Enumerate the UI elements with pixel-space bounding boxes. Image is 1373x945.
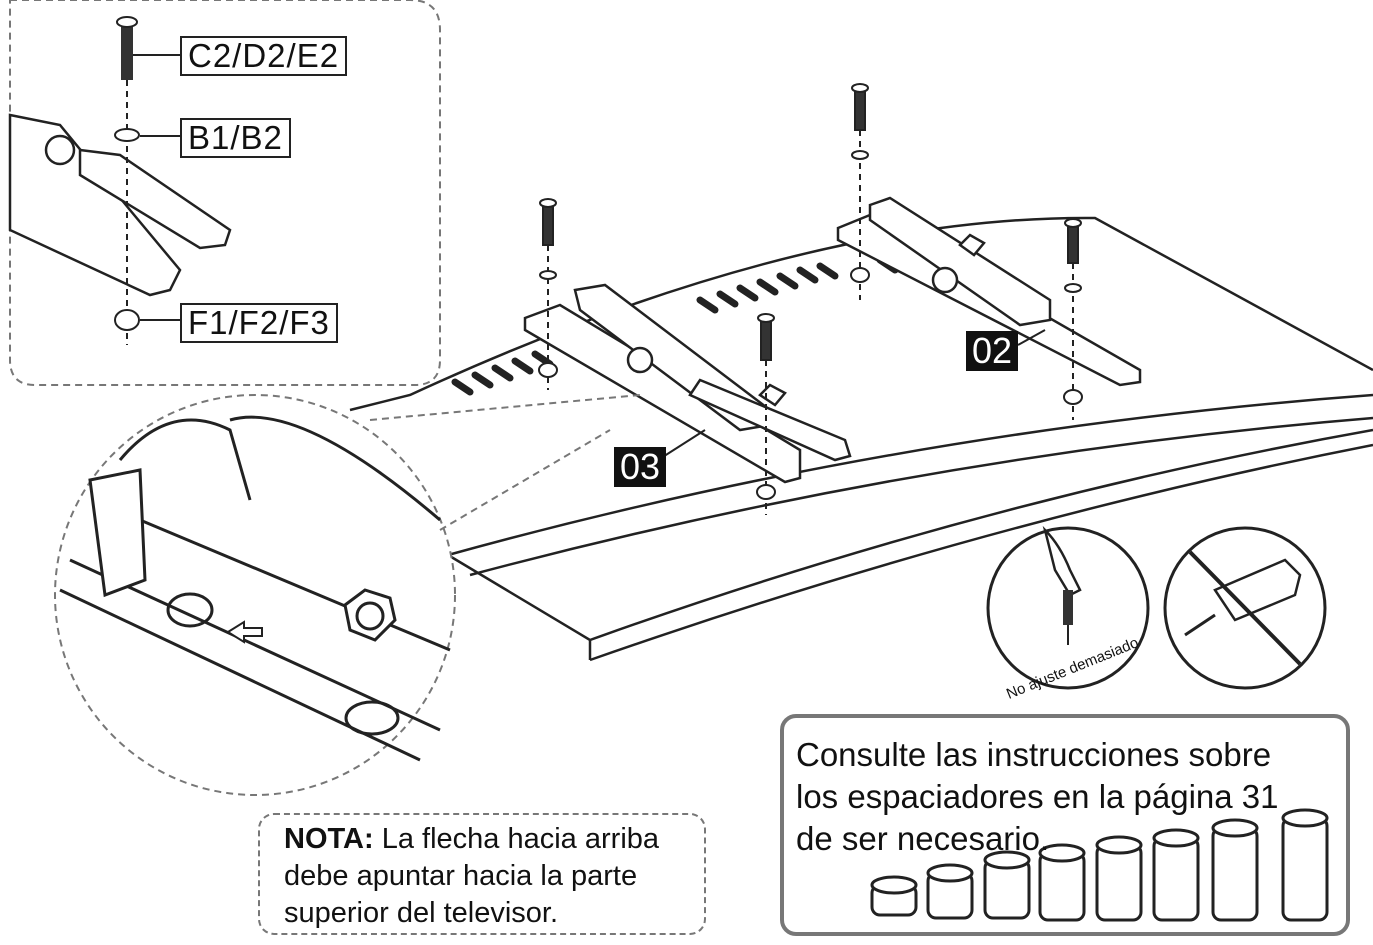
spacer-icon <box>1095 835 1143 922</box>
tv-back-panel <box>349 216 1373 662</box>
consult-line-2: los espaciadores en la página 31 <box>796 778 1279 815</box>
detail-inset <box>8 0 441 386</box>
bracket-02-label: 02 <box>966 331 1019 371</box>
washer-label: B1/B2 <box>180 118 291 158</box>
hex-nut-icon <box>343 588 397 642</box>
spacer-icon <box>1281 808 1329 922</box>
note-box: NOTA: La flecha hacia arriba debe apunta… <box>258 813 706 935</box>
spacer-icon <box>983 850 1031 920</box>
spacer-instructions-box: Consulte las instrucciones sobre los esp… <box>780 714 1350 936</box>
hand-screwdriver-icon <box>986 525 1150 690</box>
nut-icon <box>114 309 140 331</box>
note-prefix: NOTA: <box>284 823 374 855</box>
bracket-03-label: 03 <box>614 447 667 487</box>
spacer-icon <box>870 875 918 917</box>
spacer-icon <box>1211 818 1259 922</box>
bracket-03 <box>523 283 852 484</box>
arrow-left-icon <box>226 620 263 644</box>
power-drill-prohibited-icon <box>1163 526 1327 690</box>
note-body: La flecha hacia arriba debe apuntar haci… <box>284 823 660 929</box>
washer-icon <box>114 128 140 142</box>
bracket-02 <box>836 196 1142 387</box>
nut-label: F1/F2/F3 <box>180 303 338 343</box>
magnified-detail <box>54 394 641 796</box>
spacer-icon <box>926 863 974 920</box>
spacer-icon <box>1152 828 1200 922</box>
spacer-set <box>870 808 1329 922</box>
screw-label: C2/D2/E2 <box>180 36 348 76</box>
consult-line-3: de ser necesario. <box>796 820 1050 857</box>
hardware-stack <box>538 83 1083 515</box>
spacer-icon <box>1038 843 1086 922</box>
consult-line-1: Consulte las instrucciones sobre <box>796 736 1272 773</box>
